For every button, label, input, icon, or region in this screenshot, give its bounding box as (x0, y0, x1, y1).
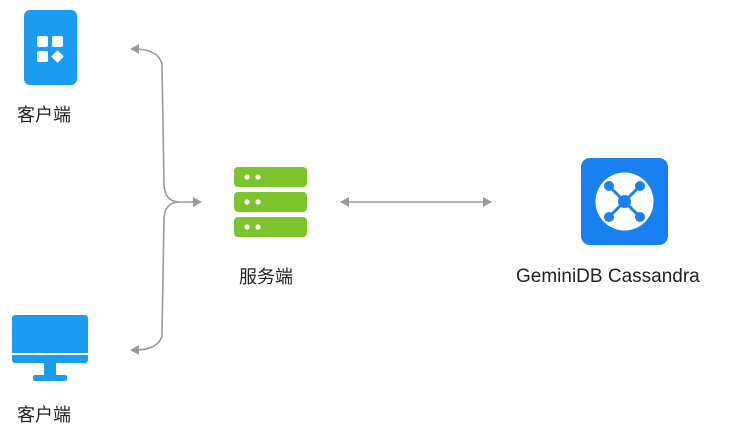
desktop-monitor-icon (12, 315, 88, 381)
server-database-connector (340, 197, 492, 207)
database-label: GeminiDB Cassandra (516, 266, 700, 287)
mobile-phone-icon (24, 10, 77, 85)
arrowhead-server-in (193, 197, 202, 207)
arrowhead-bottom (130, 345, 139, 355)
client-top-label: 客户端 (17, 105, 71, 125)
cluster-node-icon (581, 158, 668, 245)
server-stack-icon (234, 167, 307, 237)
client-bottom-label: 客户端 (17, 405, 71, 425)
server-label: 服务端 (239, 267, 293, 287)
arrowhead-top (130, 44, 139, 54)
client-brace-connector (133, 48, 198, 351)
